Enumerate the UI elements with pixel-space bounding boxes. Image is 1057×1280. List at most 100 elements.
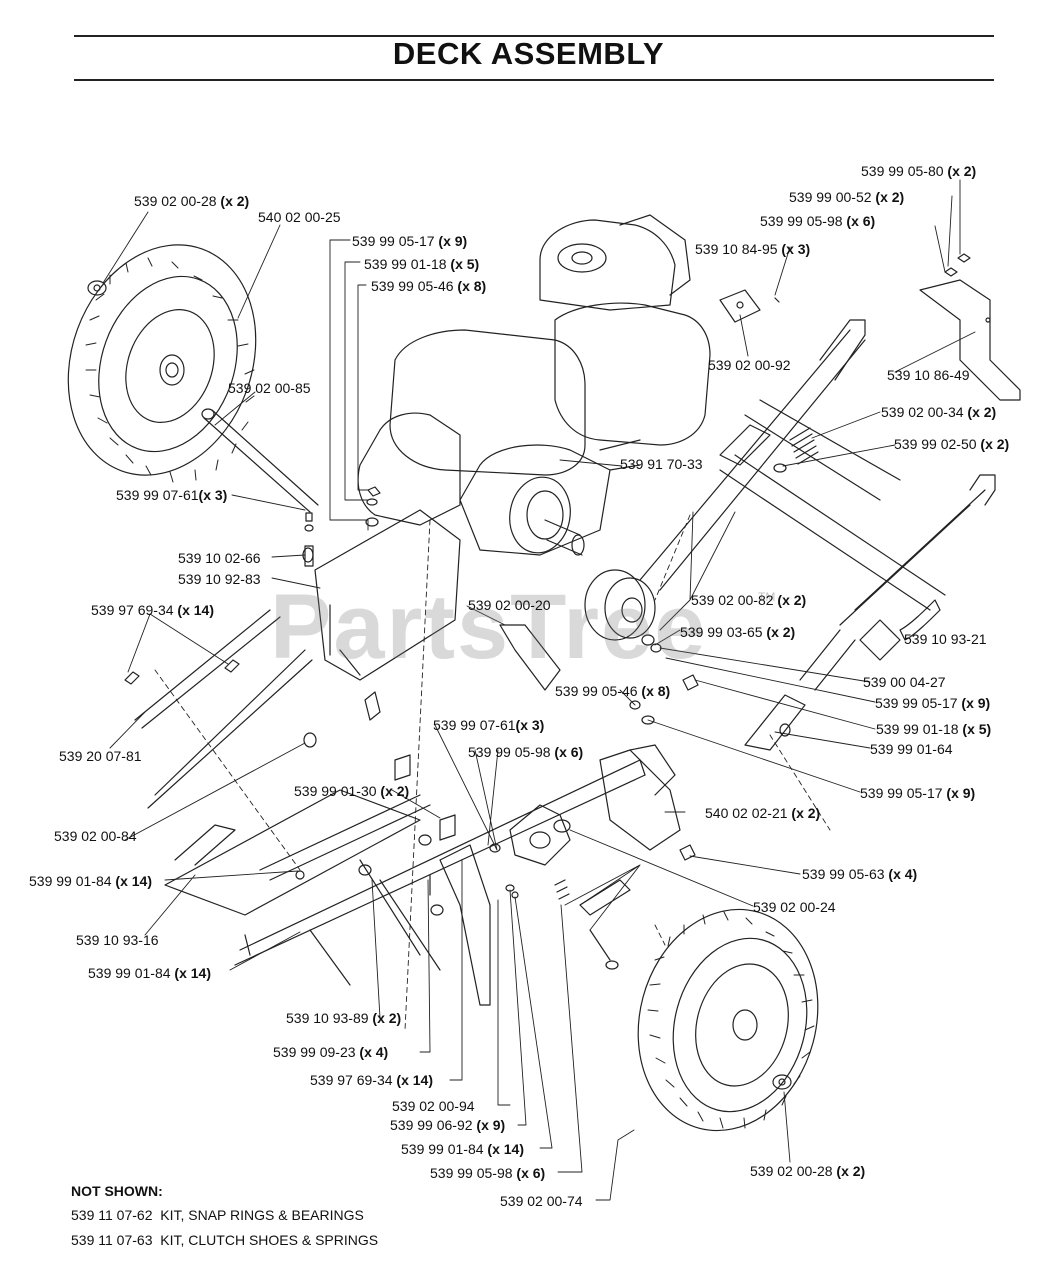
- part-number: 539 11 07-62: [71, 1207, 153, 1223]
- quantity: (x 4): [888, 866, 918, 882]
- quantity: (x 9): [961, 695, 991, 711]
- callout-label: 539 02 00-34 (x 2): [881, 404, 996, 420]
- callout-label: 539 99 01-30 (x 2): [294, 783, 409, 799]
- callout-label: 539 99 07-61(x 3): [116, 487, 227, 503]
- part-number: 539 10 02-66: [178, 550, 261, 566]
- not-shown-item: 539 11 07-62 KIT, SNAP RINGS & BEARINGS: [71, 1207, 364, 1223]
- callout-label: 539 99 02-50 (x 2): [894, 436, 1009, 452]
- quantity: (x 2): [947, 163, 977, 179]
- quantity: (x 2): [766, 624, 796, 640]
- part-number: 539 02 00-28: [134, 193, 217, 209]
- part-number: 539 10 92-83: [178, 571, 261, 587]
- callout-label: 539 99 05-80 (x 2): [861, 163, 976, 179]
- callout-label: 539 99 05-17 (x 9): [875, 695, 990, 711]
- quantity: (x 3): [198, 487, 228, 503]
- quantity: (x 5): [450, 256, 480, 272]
- quantity: (x 8): [641, 683, 671, 699]
- callout-label: 539 99 05-17 (x 9): [352, 233, 467, 249]
- part-number: 539 99 01-18: [876, 721, 959, 737]
- callout-label: 539 20 07-81: [59, 748, 142, 764]
- callout-label: 539 10 93-89 (x 2): [286, 1010, 401, 1026]
- callout-label: 539 02 00-24: [753, 899, 836, 915]
- callout-label: 539 99 00-52 (x 2): [789, 189, 904, 205]
- part-number: 539 10 93-16: [76, 932, 159, 948]
- part-number: 539 99 05-98: [430, 1165, 513, 1181]
- part-number: 540 02 00-25: [258, 209, 341, 225]
- part-number: 539 02 00-74: [500, 1193, 583, 1209]
- part-number: 539 10 93-89: [286, 1010, 369, 1026]
- callout-label: 539 02 00-84: [54, 828, 137, 844]
- callout-label: 539 97 69-34 (x 14): [310, 1072, 433, 1088]
- callout-label: 539 02 00-85: [228, 380, 311, 396]
- bracket-drawing: [719, 253, 971, 323]
- quantity: (x 4): [359, 1044, 389, 1060]
- quantity: (x 2): [875, 189, 905, 205]
- axle-drawing: [201, 408, 319, 513]
- callout-label: 539 02 00-82 (x 2): [691, 592, 806, 608]
- quantity: (x 14): [396, 1072, 433, 1088]
- quantity: (x 14): [487, 1141, 524, 1157]
- right-wheel-drawing: [637, 908, 819, 1132]
- quantity: (x 2): [220, 193, 250, 209]
- callout-label: 539 99 01-84 (x 14): [88, 965, 211, 981]
- part-number: 539 02 00-28: [750, 1163, 833, 1179]
- callout-label: 539 99 09-23 (x 4): [273, 1044, 388, 1060]
- callout-label: 539 02 00-28 (x 2): [750, 1163, 865, 1179]
- callout-label: 539 99 03-65 (x 2): [680, 624, 795, 640]
- callout-label: 539 02 00-20: [468, 597, 551, 613]
- part-number: 539 99 05-98: [760, 213, 843, 229]
- watermark: PartsTree: [270, 576, 708, 678]
- part-number: 539 02 00-92: [708, 357, 791, 373]
- part-number: 539 99 05-46: [555, 683, 638, 699]
- part-number: 539 20 07-81: [59, 748, 142, 764]
- part-number: 539 02 00-82: [691, 592, 774, 608]
- guard-drawing: [499, 624, 681, 851]
- quantity: (x 2): [380, 783, 410, 799]
- part-number: 539 99 06-92: [390, 1117, 473, 1133]
- part-number: 539 99 00-52: [789, 189, 872, 205]
- callout-label: 539 99 01-18 (x 5): [876, 721, 991, 737]
- callout-label: 539 10 84-95 (x 3): [695, 241, 810, 257]
- quantity: (x 3): [781, 241, 811, 257]
- part-number: 539 99 05-63: [802, 866, 885, 882]
- part-number: 540 02 02-21: [705, 805, 788, 821]
- callout-label: 539 99 06-92 (x 9): [390, 1117, 505, 1133]
- callout-label: 539 02 00-94: [392, 1098, 475, 1114]
- callout-label: 539 10 02-66: [178, 550, 261, 566]
- drive-assembly-drawing: [489, 804, 631, 970]
- part-number: 539 99 01-64: [870, 741, 953, 757]
- part-number: 539 11 07-63: [71, 1232, 153, 1248]
- leader-lines: [102, 179, 976, 1201]
- callout-label: 539 02 00-28 (x 2): [134, 193, 249, 209]
- hardware-drawing: [295, 486, 699, 880]
- part-number: 539 02 00-34: [881, 404, 964, 420]
- callout-label: 539 99 01-64: [870, 741, 953, 757]
- spring-drawing: [773, 427, 819, 473]
- part-number: 539 99 05-98: [468, 744, 551, 760]
- callout-label: 539 10 93-16: [76, 932, 159, 948]
- callout-label: 539 99 01-18 (x 5): [364, 256, 479, 272]
- part-number: 539 99 01-30: [294, 783, 377, 799]
- quantity: (x 14): [177, 602, 214, 618]
- part-number: 539 00 04-27: [863, 674, 946, 690]
- part-number: 539 99 05-17: [352, 233, 435, 249]
- callout-label: 539 99 01-84 (x 14): [401, 1141, 524, 1157]
- quantity: (x 5): [962, 721, 992, 737]
- part-number: 539 99 01-84: [401, 1141, 484, 1157]
- part-number: 539 99 07-61: [116, 487, 199, 503]
- dashed-guide-lines: [154, 514, 831, 1031]
- callout-label: 539 10 93-21: [904, 631, 987, 647]
- quantity: (x 2): [836, 1163, 866, 1179]
- watermark-trademark: TM: [758, 590, 776, 604]
- callout-label: 539 10 86-49: [887, 367, 970, 383]
- quantity: (x 8): [457, 278, 487, 294]
- quantity: (x 2): [372, 1010, 402, 1026]
- part-number: 539 97 69-34: [310, 1072, 393, 1088]
- part-description: KIT, SNAP RINGS & BEARINGS: [160, 1207, 364, 1223]
- page-title: DECK ASSEMBLY: [392, 36, 665, 71]
- quantity: (x 14): [174, 965, 211, 981]
- part-number: 539 99 05-17: [860, 785, 943, 801]
- part-number: 539 97 69-34: [91, 602, 174, 618]
- callout-label: 539 99 05-46 (x 8): [371, 278, 486, 294]
